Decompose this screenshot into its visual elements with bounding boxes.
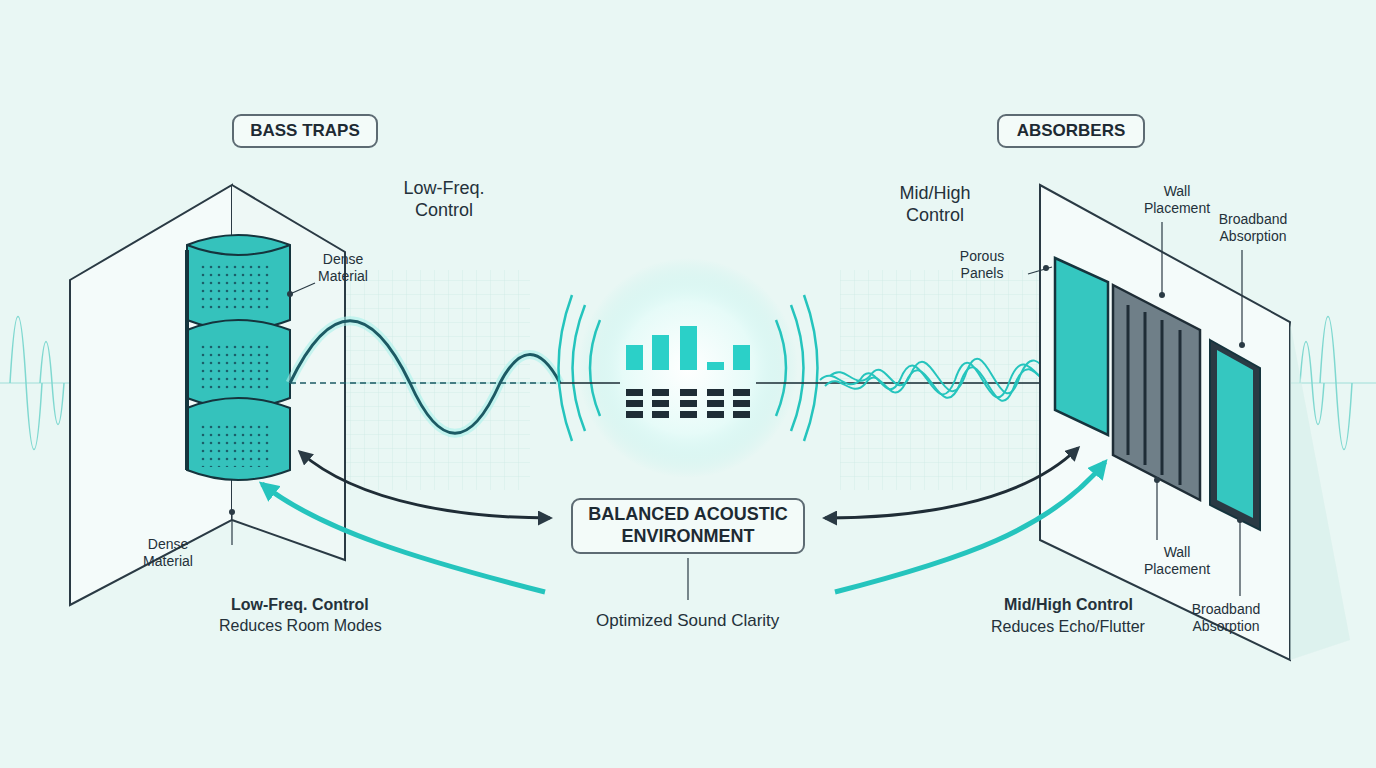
caption-text: Optimized Sound Clarity bbox=[596, 611, 779, 631]
section-label: BASS TRAPS bbox=[232, 114, 378, 148]
callout-text: Porous Panels bbox=[947, 248, 1017, 282]
node-text: ABSORBERS bbox=[1017, 121, 1126, 141]
summary-heading: Mid/High Control bbox=[1004, 595, 1133, 614]
central-box: BALANCED ACOUSTIC ENVIRONMENT bbox=[571, 498, 805, 554]
summary-heading: Low-Freq. Control bbox=[231, 595, 369, 614]
node-text: BASS TRAPS bbox=[250, 121, 360, 141]
annotation: Low-Freq. Control bbox=[384, 178, 504, 221]
annotation: Mid/High Control bbox=[880, 183, 990, 226]
callout-text: Broadband Absorption bbox=[1198, 211, 1308, 245]
callout-text: Wall Placement bbox=[1137, 183, 1217, 217]
summary-text: Reduces Room Modes bbox=[219, 616, 382, 635]
callout-text: Dense Material bbox=[303, 251, 383, 285]
callout-text: Broadband Absorption bbox=[1171, 601, 1281, 635]
node-text: BALANCED ACOUSTIC ENVIRONMENT bbox=[588, 504, 788, 547]
summary-text: Reduces Echo/Flutter bbox=[991, 617, 1145, 636]
callout-text: Dense Material bbox=[128, 536, 208, 570]
section-label: ABSORBERS bbox=[997, 114, 1145, 148]
callout-text: Wall Placement bbox=[1137, 544, 1217, 578]
